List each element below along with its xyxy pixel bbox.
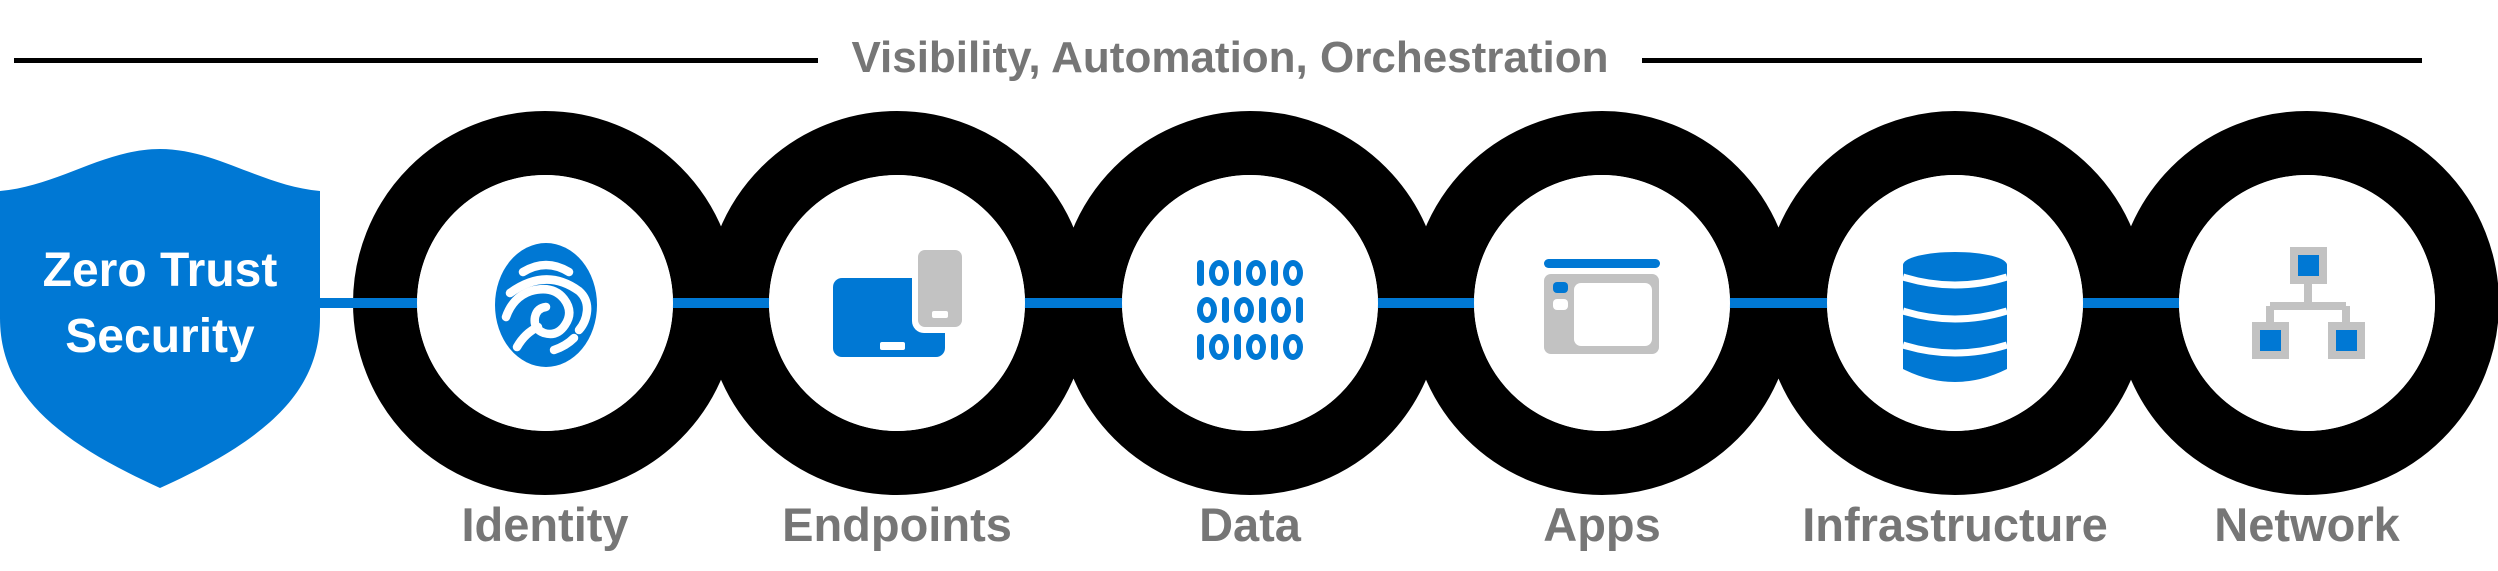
app-window-icon: [1544, 259, 1660, 354]
node-label-identity: Identity: [461, 498, 629, 551]
phone-shape: [918, 250, 962, 327]
fingerprint-icon: [495, 243, 597, 367]
title-rule-right: [1642, 58, 2422, 63]
binary-row: [1197, 334, 1303, 360]
node-label-data: Data: [1199, 498, 1301, 551]
shield-label-line2: Security: [65, 310, 255, 363]
shield-label-line1: Zero Trust: [42, 244, 278, 297]
node-label-endpoints: Endpoints: [782, 498, 1012, 551]
shield-icon: [0, 149, 320, 488]
database-icon: [1901, 252, 2009, 382]
title-rule-left: [14, 58, 818, 63]
diagram-title: Visibility, Automation, Orchestration: [851, 33, 1609, 82]
node-label-network: Network: [2214, 498, 2400, 551]
binary-data-icon: [1140, 260, 1360, 360]
binary-row: [1197, 260, 1303, 286]
devices-icon: [833, 244, 968, 357]
shield-label: Zero Trust Security: [0, 238, 320, 370]
node-label-infrastructure: Infrastructure: [1802, 498, 2108, 551]
binary-row: [1197, 297, 1303, 323]
network-nodes-icon: [2252, 247, 2365, 359]
node-label-apps: Apps: [1543, 498, 1661, 551]
